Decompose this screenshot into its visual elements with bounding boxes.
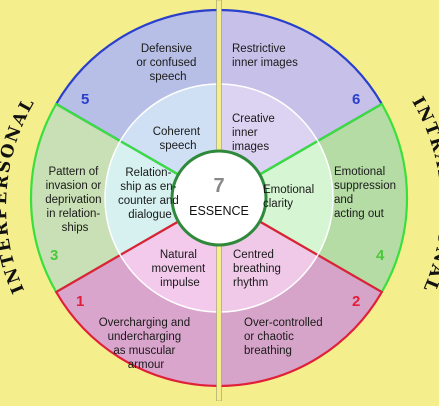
segment-2-inner-text: Centred breathing rhythm: [233, 249, 284, 289]
segment-6-outer-text: Restrictive inner images: [232, 43, 298, 69]
outer-sector-1: [56, 255, 219, 386]
outer-sector-5: [56, 9, 219, 141]
essence-label: ESSENCE: [189, 204, 249, 218]
essence-center: 7 ESSENCE: [170, 149, 268, 247]
segment-5: Defensive or confused speech 5 Coherent …: [81, 43, 204, 152]
inner-sector-2: [219, 221, 318, 312]
segment-5-inner-text: Coherent speech: [153, 126, 204, 152]
segment-1-outer-text: Overcharging and undercharging as muscul…: [99, 317, 194, 371]
inner-sector-4: [259, 141, 333, 255]
segment-4-inner-text: Emotional clarity: [263, 184, 317, 210]
essence-number: 7: [213, 175, 224, 197]
outer-sector-2: [219, 255, 382, 386]
segment-3-inner-text: Relation- ship as en- counter and dialog…: [118, 167, 182, 221]
segment-2-outer-text: Over-controlled or chaotic breathing: [244, 317, 326, 357]
segment-6-inner-text: Creative inner images: [232, 113, 278, 153]
inner-ring: [105, 84, 333, 312]
outer-sector-6: [219, 10, 382, 141]
segment-3-number: 3: [50, 247, 58, 264]
outer-sector-4: [317, 104, 407, 292]
segment-3: Pattern of invasion or deprivation in re…: [45, 166, 182, 264]
segment-1-number: 1: [76, 293, 84, 310]
border-right-green: [259, 102, 409, 294]
inner-sector-3: [105, 141, 179, 255]
inner-sector-5: [120, 84, 219, 175]
segment-2-number: 2: [352, 293, 360, 310]
segment-6: Restrictive inner images 6 Creative inne…: [232, 43, 360, 153]
essence-circle: [170, 149, 268, 247]
border-left-green: [29, 102, 179, 294]
segment-3-outer-text: Pattern of invasion or deprivation in re…: [45, 166, 104, 234]
outer-ring: [30, 9, 407, 386]
segment-4-number: 4: [376, 247, 385, 264]
inner-sector-1: [120, 221, 219, 312]
segment-5-number: 5: [81, 91, 89, 108]
segment-2: Centred breathing rhythm 2 Over-controll…: [233, 249, 360, 357]
segment-4: Emotional suppression and acting out 4 E…: [263, 166, 399, 264]
segment-1: Natural movement impulse 1 Overcharging …: [76, 249, 209, 371]
segment-1-inner-text: Natural movement impulse: [152, 249, 209, 289]
outer-sector-3: [30, 104, 121, 292]
segment-6-number: 6: [352, 91, 360, 108]
inner-sector-6: [219, 84, 318, 175]
segment-4-outer-text: Emotional suppression and acting out: [334, 166, 399, 220]
segment-5-outer-text: Defensive or confused speech: [136, 43, 199, 83]
